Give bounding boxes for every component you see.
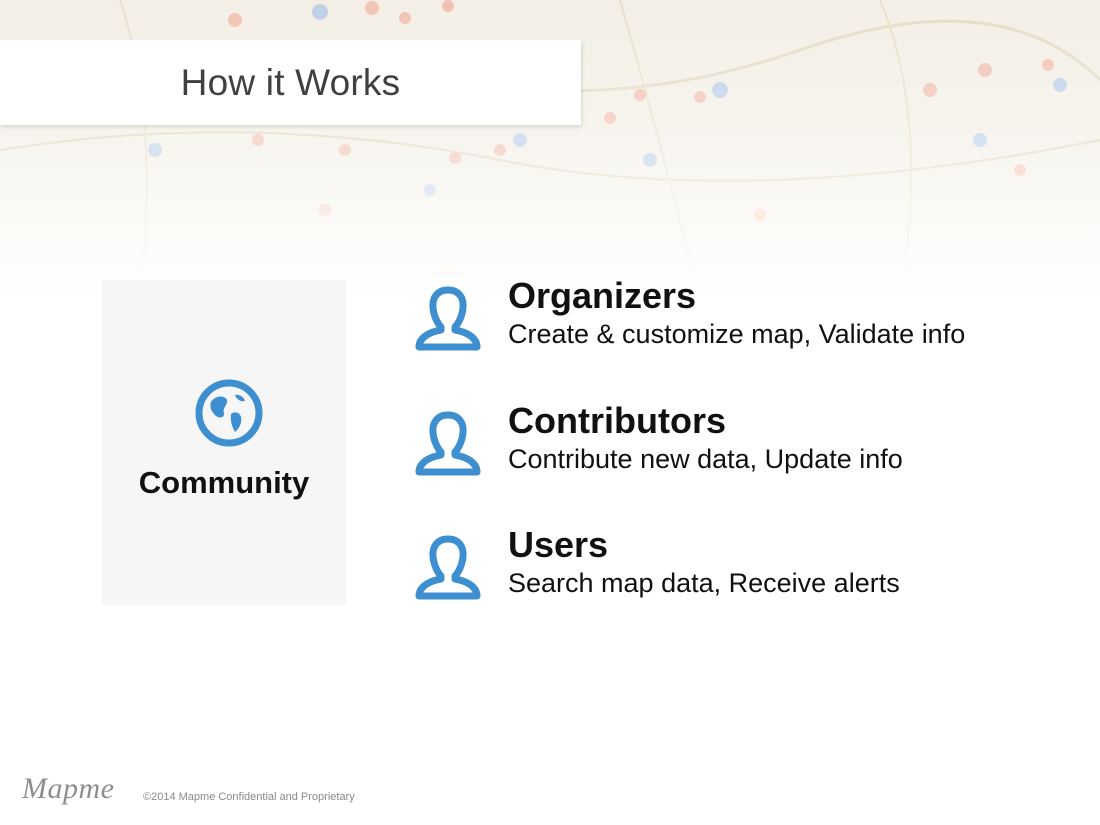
copyright-text: ©2014 Mapme Confidential and Proprietary — [143, 791, 355, 803]
role-description: Contribute new data, Update info — [508, 444, 903, 474]
community-label: Community — [138, 465, 310, 500]
role-contributors: Contributors Contribute new data, Update… — [414, 401, 1054, 481]
slide-title: How it Works — [180, 61, 401, 103]
role-organizers: Organizers Create & customize map, Valid… — [414, 276, 1054, 356]
role-description: Create & customize map, Validate info — [508, 319, 966, 349]
role-title: Contributors — [508, 400, 726, 441]
role-title: Organizers — [508, 275, 697, 316]
user-icon — [415, 411, 481, 476]
role-description: Search map data, Receive alerts — [508, 568, 900, 598]
title-banner: How it Works — [0, 40, 581, 125]
user-icon — [415, 535, 481, 600]
globe-icon — [195, 379, 263, 447]
community-panel: Community — [102, 280, 346, 605]
role-users: Users Search map data, Receive alerts — [414, 525, 1054, 605]
user-icon — [415, 286, 481, 351]
role-title: Users — [508, 524, 609, 565]
mapme-logo: Mapme — [22, 772, 115, 805]
